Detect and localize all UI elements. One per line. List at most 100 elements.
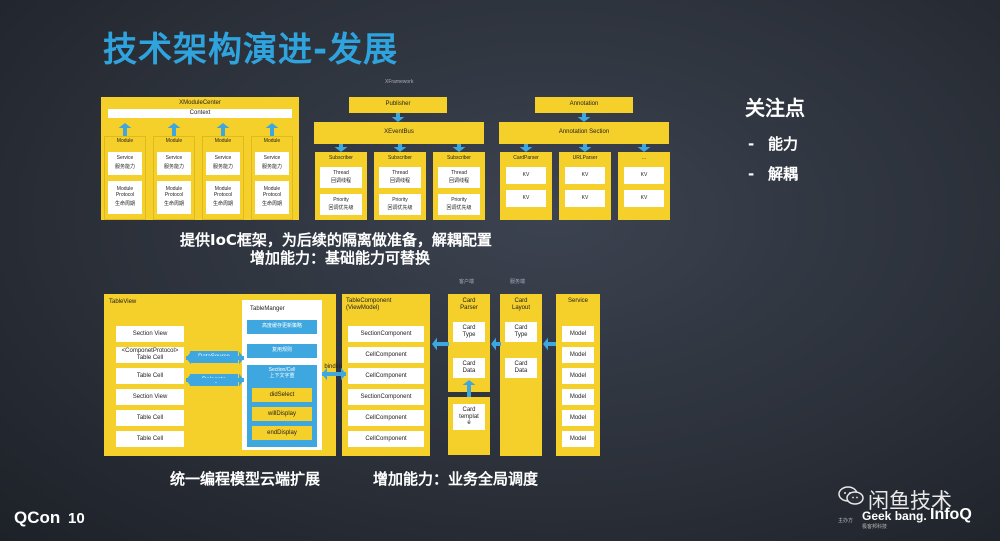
component-item: SectionComponent [348,326,424,342]
client-label: 客户端 [459,279,475,285]
parser-to-component-arrow [432,337,449,351]
protocol-label: Module Protocol [213,186,233,199]
focus-item-label: 能力 [768,135,799,153]
service-ability-label: 服务能力 [212,164,233,170]
layout-to-parser-arrow [491,337,501,351]
card-template-box: Card templat e [453,404,485,430]
parser-title: CardParser [513,155,539,161]
service-ability-label: 服务能力 [261,164,282,170]
parser-arrow [519,144,533,152]
table-cell: Table Cell [116,368,184,384]
module-arrow [216,123,230,136]
module-title: Module [165,138,183,144]
subscriber-arrow [452,144,466,152]
eventbus-label: XEventBus [384,129,414,135]
publisher-label: Publisher [385,101,411,107]
annotation-section-box: Annotation Section [499,122,669,144]
parser-box [500,152,552,220]
focus-heading: 关注点 [745,96,805,120]
service-to-layout-arrow [543,337,556,351]
table-cell: Table Cell [116,431,184,447]
kv-box: KV [506,190,546,207]
qcon-logo: QCon 10 [14,508,85,528]
service-label: Service [214,155,232,162]
section-cell-item: endDisplay [252,426,312,440]
subscriber-arrow [334,144,348,152]
card-parser-title: Card Parser [460,298,478,311]
module-arrow [265,123,279,136]
component-item: CellComponent [348,347,424,363]
module-arrow [167,123,181,136]
context-box: Context [108,109,292,118]
section-cell-item: willDisplay [252,407,312,421]
wechat-icon [838,485,864,507]
parser-title: ... [641,155,647,161]
service-title: Service [567,298,588,304]
focus-dash: - [748,165,755,183]
component-item: CellComponent [348,410,424,426]
section-cell-item: didSelect [252,388,312,402]
focus-item: -能力 [748,133,798,154]
focus-item: -解耦 [748,163,798,184]
binding-arrow [322,367,346,381]
priority-label: Priority [333,196,349,203]
caption-bottom-right: 增加能力：业务全局调度 [373,470,539,488]
publisher-arrow [391,113,405,122]
kv-box: KV [624,190,664,207]
framework-label: XFramework [385,79,414,85]
parser-arrow [637,144,651,152]
service-ability-label: 服务能力 [114,164,135,170]
priority-cn-label: 回调优先级 [387,204,413,211]
qcon-text: QCon [14,508,61,527]
module-title: Module [263,138,281,144]
card-layout-item: Card Type [505,322,537,342]
protocol-label: Module Protocol [262,186,282,199]
card-layout-title: Card Layout [511,298,530,311]
module-title: Module [116,138,134,144]
parser-box [618,152,670,220]
caption-top-1: 提供IoC框架，为后续的隔离做准备，解耦配置 [180,231,492,249]
org-label: 主办方 [838,518,854,524]
model-item: Model [562,347,594,363]
qcon-mark: 10 [68,510,85,527]
table-cell: Section View [116,326,184,342]
watermark: 闲鱼技术 [868,489,952,513]
datasource-arrow [186,351,244,365]
table-cell: Section View [116,389,184,405]
thread-cn-label: 回调线程 [389,177,410,184]
subscriber-arrow [393,144,407,152]
annotation-label: Annotation [569,101,599,107]
infoq-logo: InfoQ [930,506,972,523]
kv-box: KV [506,167,546,184]
model-item: Model [562,368,594,384]
lifecycle-label: 生命周期 [114,200,135,207]
module-arrow [118,123,132,136]
priority-label: Priority [392,196,408,203]
tablemanager-title: TableManger [250,306,285,312]
focus-dash: - [748,135,755,153]
service-label: Service [116,155,134,162]
binding-label: binding [324,364,344,370]
eventbus-box: XEventBus [314,122,484,144]
focus-item-label: 解耦 [768,165,799,183]
parser-box [559,152,611,220]
thread-label: Thread [451,169,467,176]
tm-item: 高度缓存更新策略 [247,320,317,334]
module-title: Module [214,138,232,144]
annotation-arrow [577,113,591,122]
subscriber-title: Subscriber [388,155,412,161]
thread-cn-label: 回调线程 [330,177,351,184]
thread-label: Thread [392,169,408,176]
model-item: Model [562,431,594,447]
annotation-box: Annotation [535,97,633,113]
lifecycle-label: 生命周期 [261,200,282,207]
